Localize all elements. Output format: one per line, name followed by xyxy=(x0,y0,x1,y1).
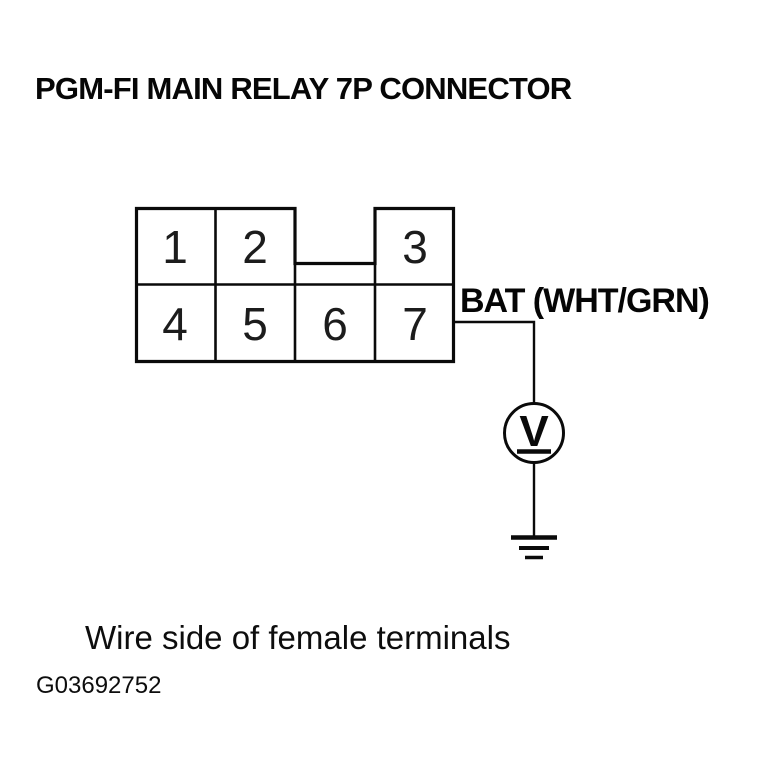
connector-outline xyxy=(134,206,456,364)
pin-4: 4 xyxy=(162,298,188,350)
pin-3: 3 xyxy=(402,220,428,273)
pin-5: 5 xyxy=(242,298,268,350)
voltmeter-symbol: V xyxy=(519,407,549,456)
pin-1: 1 xyxy=(162,220,188,273)
pin-2: 2 xyxy=(242,220,268,273)
pin-7: 7 xyxy=(402,298,428,350)
diagram-title: PGM-FI MAIN RELAY 7P CONNECTOR xyxy=(35,71,572,106)
caption-wire-side: Wire side of female terminals xyxy=(85,619,511,656)
wire-label-bat: BAT (WHT/GRN) xyxy=(460,282,710,320)
pin-6: 6 xyxy=(322,298,348,350)
wire-bat xyxy=(455,320,536,403)
figure-id: G03692752 xyxy=(36,672,162,699)
